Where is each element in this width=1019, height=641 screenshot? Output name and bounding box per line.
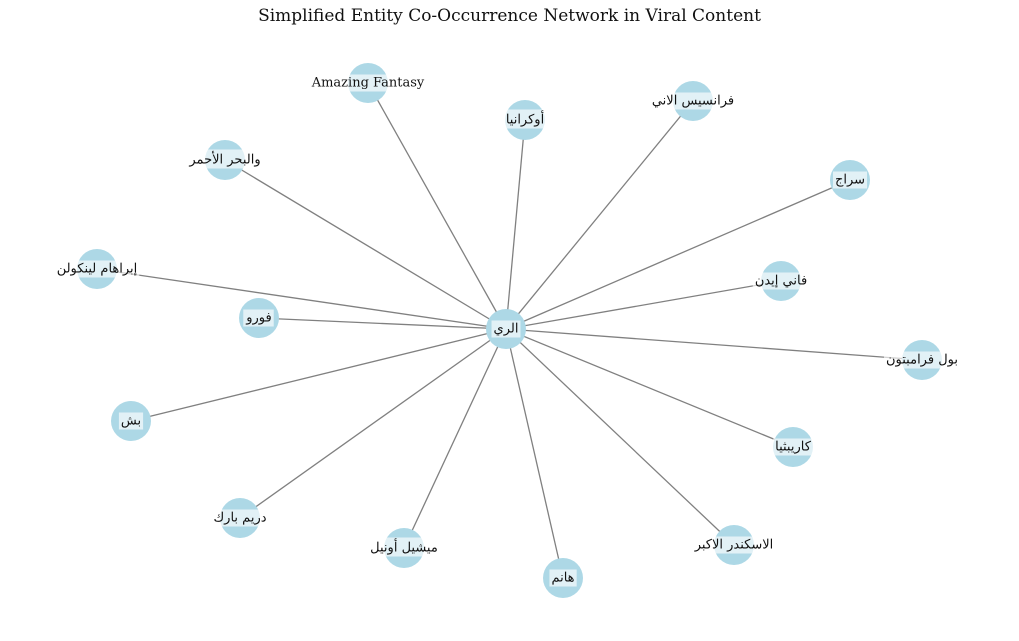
node-1-label-bg: [503, 109, 547, 129]
node-1[interactable]: أوكرانيا: [503, 100, 547, 140]
edge-center-node-3: [224, 159, 507, 330]
node-10-label: كاريبثيا: [775, 440, 812, 455]
node-4-label-bg: [832, 171, 868, 189]
edge-center-node-0: [367, 82, 507, 330]
node-center-label-bg: [491, 320, 521, 338]
node-5[interactable]: إبراهام لينكولن: [54, 249, 140, 289]
node-7-label: فورو: [245, 311, 272, 326]
edge-center-node-1: [505, 119, 526, 330]
edge-center-node-10: [505, 328, 794, 448]
node-3[interactable]: والبحر الأحمر: [186, 140, 263, 180]
node-12-label-bg: [368, 537, 440, 557]
edge-center-node-12: [403, 328, 507, 549]
node-6-label-bg: [752, 272, 810, 290]
node-1-label: أوكرانيا: [506, 111, 544, 128]
node-14[interactable]: الاسكندر الاكبر: [691, 525, 776, 565]
node-12-label: ميشيل أونيل: [370, 539, 438, 556]
node-13-label: هانم: [551, 571, 574, 586]
node-2[interactable]: فرانسيس الاني: [649, 81, 737, 121]
node-8[interactable]: بول فرامبتون: [884, 340, 960, 380]
node-13-label-bg: [549, 569, 577, 587]
node-10-label-bg: [773, 438, 814, 456]
node-8-label-bg: [884, 351, 960, 369]
node-5-label-bg: [54, 260, 140, 278]
node-0-label: Amazing Fantasy: [311, 76, 425, 91]
node-10[interactable]: كاريبثيا: [773, 427, 814, 467]
node-2-label: فرانسيس الاني: [652, 94, 734, 109]
node-center[interactable]: الري: [486, 309, 526, 349]
edges: [96, 82, 923, 579]
node-0-label-bg: [308, 74, 427, 92]
node-9-label: بش: [121, 414, 141, 429]
node-14-label: الاسكندر الاكبر: [694, 538, 774, 553]
edge-center-node-9: [130, 328, 507, 422]
node-center-label: الري: [494, 322, 519, 337]
node-11[interactable]: دريم بارك: [211, 498, 269, 538]
node-0[interactable]: Amazing Fantasy: [308, 63, 427, 103]
edge-center-node-13: [505, 328, 564, 579]
nodes: Amazing Fantasy أوكرانيا فرانسيس الاني والب…: [54, 63, 960, 598]
edge-center-node-2: [505, 100, 694, 330]
edge-center-node-11: [239, 328, 507, 519]
node-3-label-bg: [186, 149, 263, 169]
node-7[interactable]: فورو: [239, 298, 279, 338]
node-12[interactable]: ميشيل أونيل: [368, 528, 440, 568]
node-11-label: دريم بارك: [213, 511, 266, 526]
node-2-label-bg: [649, 92, 737, 110]
node-4[interactable]: سراج: [830, 160, 870, 200]
diagram-title: Simplified Entity Co-Occurrence Network …: [258, 6, 761, 26]
node-5-label: إبراهام لينكولن: [57, 262, 138, 277]
edge-center-node-5: [96, 268, 507, 330]
node-9[interactable]: بش: [111, 401, 151, 441]
edge-center-node-4: [505, 179, 851, 330]
node-4-label: سراج: [835, 173, 865, 188]
node-13[interactable]: هانم: [543, 558, 583, 598]
node-3-label: والبحر الأحمر: [188, 151, 260, 168]
node-9-label-bg: [118, 412, 144, 430]
edge-center-node-8: [505, 328, 923, 361]
node-7-label-bg: [243, 309, 274, 327]
node-14-label-bg: [691, 536, 776, 554]
edge-center-node-7: [258, 317, 507, 330]
edge-center-node-14: [505, 328, 735, 546]
node-6[interactable]: فاني إيدن: [752, 261, 810, 301]
node-11-label-bg: [211, 509, 269, 527]
node-8-label: بول فرامبتون: [886, 353, 958, 368]
node-6-label: فاني إيدن: [755, 274, 807, 289]
edge-center-node-6: [505, 280, 782, 330]
